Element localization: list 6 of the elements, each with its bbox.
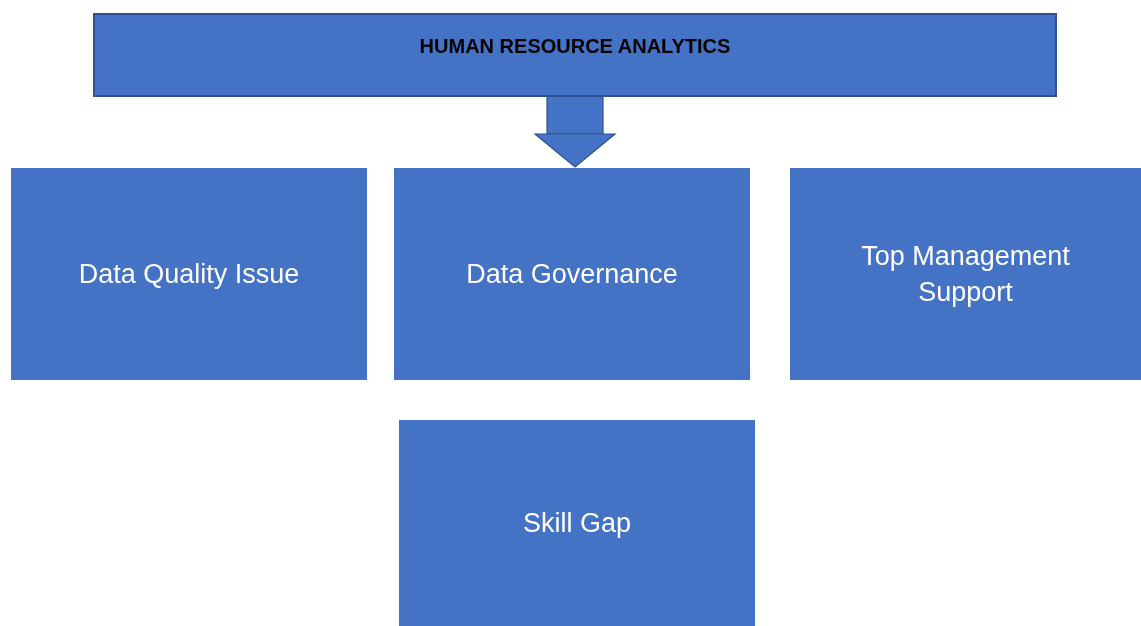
topic-box: Skill Gap	[399, 420, 755, 626]
block-arrow	[533, 95, 617, 168]
topic-box: Data Governance	[394, 168, 750, 380]
topic-box: Top Management Support	[790, 168, 1141, 380]
topic-box: Data Quality Issue	[11, 168, 367, 380]
title-banner: HUMAN RESOURCE ANALYTICS	[93, 13, 1057, 97]
